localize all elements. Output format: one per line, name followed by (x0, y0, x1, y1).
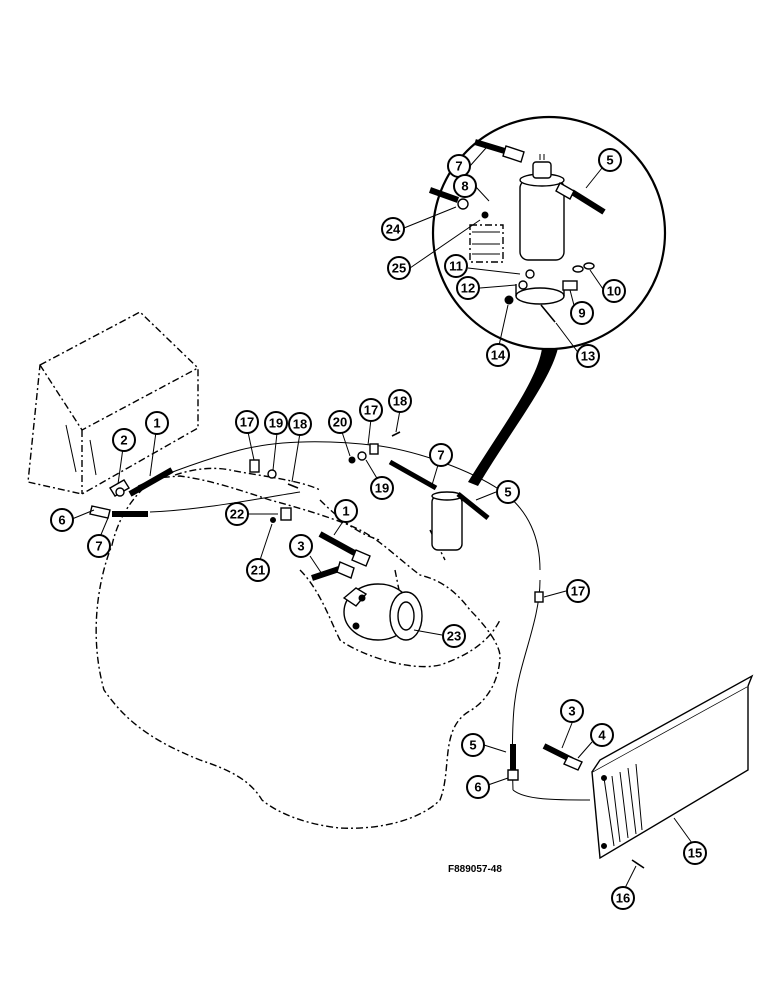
callout-23[interactable]: 23 (442, 624, 466, 648)
svg-text:9: 9 (578, 306, 585, 321)
callout-19[interactable]: 19 (264, 411, 288, 435)
callout-3[interactable]: 3 (289, 534, 313, 558)
callouts: 7 5 8 24 25 11 12 10 9 14 13 1 2 6 7 17 … (50, 148, 707, 910)
figure-code: F889057-48 (448, 864, 502, 875)
svg-text:3: 3 (297, 539, 304, 554)
svg-text:19: 19 (375, 481, 389, 496)
callout-8[interactable]: 8 (453, 174, 477, 198)
callout-24[interactable]: 24 (381, 217, 405, 241)
callout-19[interactable]: 19 (370, 476, 394, 500)
callout-5[interactable]: 5 (461, 733, 485, 757)
callout-5[interactable]: 5 (598, 148, 622, 172)
callout-25[interactable]: 25 (387, 256, 411, 280)
svg-text:22: 22 (230, 507, 244, 522)
svg-text:7: 7 (95, 539, 102, 554)
callout-7[interactable]: 7 (447, 154, 471, 178)
callout-12[interactable]: 12 (456, 276, 480, 300)
callout-18[interactable]: 18 (388, 389, 412, 413)
svg-text:1: 1 (342, 504, 349, 519)
callout-11[interactable]: 11 (444, 254, 468, 278)
cab-outline (27, 311, 199, 495)
callout-16[interactable]: 16 (611, 886, 635, 910)
callout-13[interactable]: 13 (576, 344, 600, 368)
svg-text:2: 2 (120, 433, 127, 448)
callout-21[interactable]: 21 (246, 558, 270, 582)
svg-text:21: 21 (251, 563, 265, 578)
svg-text:17: 17 (240, 415, 254, 430)
svg-text:13: 13 (581, 349, 595, 364)
svg-text:12: 12 (461, 281, 475, 296)
svg-text:8: 8 (461, 179, 468, 194)
callout-22[interactable]: 22 (225, 502, 249, 526)
svg-text:10: 10 (607, 284, 621, 299)
svg-text:7: 7 (437, 448, 444, 463)
svg-text:7: 7 (455, 159, 462, 174)
callout-2[interactable]: 2 (112, 428, 136, 452)
svg-text:16: 16 (616, 891, 630, 906)
svg-text:18: 18 (393, 394, 407, 409)
callout-7[interactable]: 7 (87, 534, 111, 558)
svg-text:19: 19 (269, 416, 283, 431)
callout-4[interactable]: 4 (590, 723, 614, 747)
callout-6[interactable]: 6 (50, 508, 74, 532)
svg-text:18: 18 (293, 417, 307, 432)
callout-14[interactable]: 14 (486, 343, 510, 367)
svg-text:17: 17 (571, 584, 585, 599)
callout-1[interactable]: 1 (334, 499, 358, 523)
svg-text:23: 23 (447, 629, 461, 644)
callout-6[interactable]: 6 (466, 775, 490, 799)
detail-connector (468, 348, 558, 486)
callout-7[interactable]: 7 (429, 443, 453, 467)
callout-17[interactable]: 17 (359, 398, 383, 422)
svg-text:5: 5 (504, 485, 511, 500)
svg-text:15: 15 (688, 846, 702, 861)
callout-9[interactable]: 9 (570, 301, 594, 325)
svg-text:5: 5 (469, 738, 476, 753)
callout-17[interactable]: 17 (566, 579, 590, 603)
svg-text:14: 14 (491, 348, 506, 363)
callout-18[interactable]: 18 (288, 412, 312, 436)
callout-3[interactable]: 3 (560, 699, 584, 723)
svg-text:1: 1 (153, 416, 160, 431)
svg-text:6: 6 (474, 780, 481, 795)
svg-text:6: 6 (58, 513, 65, 528)
svg-text:4: 4 (598, 728, 606, 743)
callout-20[interactable]: 20 (328, 410, 352, 434)
svg-text:25: 25 (392, 261, 406, 276)
svg-text:11: 11 (449, 259, 463, 274)
svg-text:3: 3 (568, 704, 575, 719)
detail-view (403, 115, 667, 356)
svg-text:24: 24 (386, 222, 401, 237)
callout-5[interactable]: 5 (496, 480, 520, 504)
svg-text:17: 17 (364, 403, 378, 418)
callout-17[interactable]: 17 (235, 410, 259, 434)
callout-10[interactable]: 10 (602, 279, 626, 303)
main-parts (71, 409, 754, 889)
callout-15[interactable]: 15 (683, 841, 707, 865)
svg-text:5: 5 (606, 153, 613, 168)
svg-text:20: 20 (333, 415, 347, 430)
callout-1[interactable]: 1 (145, 411, 169, 435)
